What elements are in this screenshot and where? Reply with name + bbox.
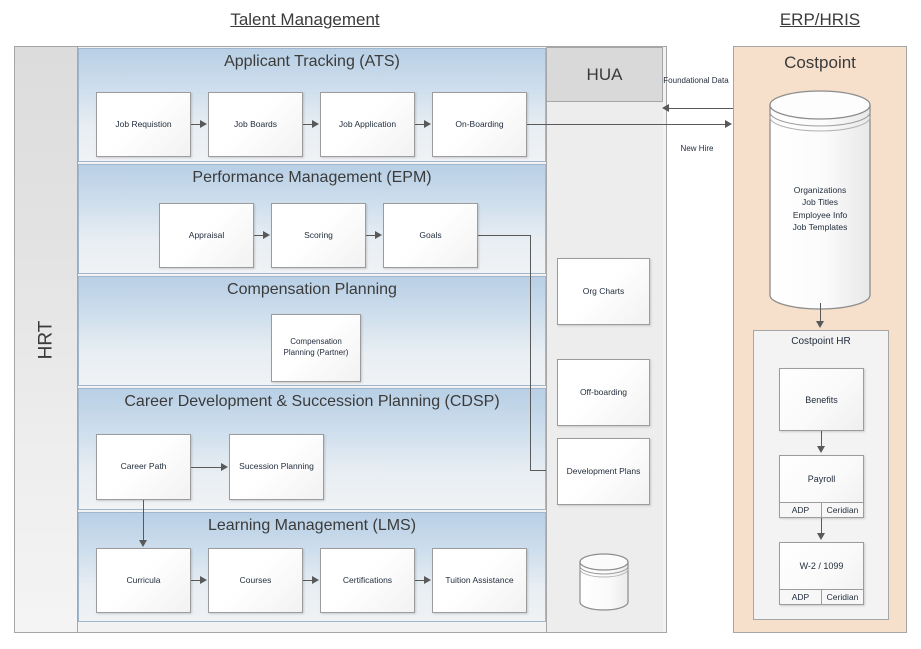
payroll-label: Payroll bbox=[807, 474, 836, 484]
connector-lms-2 bbox=[303, 580, 313, 581]
connector-label-foundational-data: Foundational Data bbox=[663, 76, 729, 85]
process-box-curricula[interactable]: Curricula bbox=[96, 548, 191, 613]
costpoint-hr-box-w2-1099[interactable]: W-2 / 1099 ADP Ceridian bbox=[779, 542, 864, 605]
process-box-compensation-planning-partner[interactable]: Compensation Planning (Partner) bbox=[271, 314, 361, 382]
costpoint-panel-title: Costpoint bbox=[784, 53, 856, 72]
arrowhead-ats-1 bbox=[200, 120, 207, 128]
arrowhead-careerpath-curricula bbox=[139, 540, 147, 547]
connector-db-to-hr bbox=[820, 303, 821, 323]
band-title-ats: Applicant Tracking (ATS) bbox=[224, 53, 400, 70]
arrowhead-epm-2 bbox=[375, 231, 382, 239]
connector-cdsp-1 bbox=[191, 467, 222, 468]
arrowhead-lms-2 bbox=[312, 576, 319, 584]
connector-payroll-w2 bbox=[821, 518, 822, 535]
costpoint-hr-box-payroll[interactable]: Payroll ADP Ceridian bbox=[779, 455, 864, 518]
process-box-job-requisition[interactable]: Job Requistion bbox=[96, 92, 191, 157]
page-title-talent-management: Talent Management bbox=[230, 10, 380, 29]
arrowhead-ats-3 bbox=[424, 120, 431, 128]
page-title-erp-hris: ERP/HRIS bbox=[779, 10, 861, 29]
process-box-appraisal[interactable]: Appraisal bbox=[159, 203, 254, 268]
connector-ats-3 bbox=[415, 124, 425, 125]
connector-ats-2 bbox=[303, 124, 313, 125]
process-box-goals[interactable]: Goals bbox=[383, 203, 478, 268]
process-box-tuition-assistance[interactable]: Tuition Assistance bbox=[432, 548, 527, 613]
band-title-compensation: Compensation Planning bbox=[227, 281, 397, 298]
connector-benefits-payroll bbox=[821, 431, 822, 448]
band-title-epm: Performance Management (EPM) bbox=[192, 169, 432, 186]
costpoint-database-cylinder: Organizations Job Titles Employee Info J… bbox=[767, 90, 873, 314]
hua-box-org-charts[interactable]: Org Charts bbox=[557, 258, 650, 325]
process-box-certifications[interactable]: Certifications bbox=[320, 548, 415, 613]
arrowhead-epm-1 bbox=[263, 231, 270, 239]
costpoint-hr-title: Costpoint HR bbox=[791, 336, 851, 347]
costpoint-hr-box-benefits[interactable]: Benefits bbox=[779, 368, 864, 431]
hua-lane bbox=[546, 47, 663, 632]
hrt-lane: HRT bbox=[15, 47, 78, 632]
arrowhead-new-hire bbox=[725, 120, 732, 128]
db-line-job-templates: Job Templates bbox=[792, 221, 848, 232]
w2-vendor-row: ADP Ceridian bbox=[780, 589, 863, 604]
connector-label-new-hire: New Hire bbox=[680, 144, 714, 153]
costpoint-database-contents: Organizations Job Titles Employee Info J… bbox=[767, 184, 873, 233]
db-line-organizations: Organizations bbox=[793, 185, 847, 195]
db-line-job-titles: Job Titles bbox=[802, 197, 838, 208]
arrowhead-payroll-w2 bbox=[817, 533, 825, 540]
connector-foundational-data-line bbox=[669, 108, 733, 109]
connector-lms-3 bbox=[415, 580, 425, 581]
hua-box-off-boarding[interactable]: Off-boarding bbox=[557, 359, 650, 426]
band-title-cdsp: Career Development & Succession Planning… bbox=[124, 393, 500, 410]
connector-lms-1 bbox=[191, 580, 201, 581]
w2-vendor-ceridian[interactable]: Ceridian bbox=[821, 590, 863, 604]
connector-goals-dev-v bbox=[530, 235, 531, 470]
hua-box-development-plans[interactable]: Development Plans bbox=[557, 438, 650, 505]
connector-careerpath-curricula bbox=[143, 500, 144, 540]
process-box-succession-planning[interactable]: Sucession Planning bbox=[229, 434, 324, 500]
connector-goals-dev-h1 bbox=[478, 235, 531, 236]
process-box-scoring[interactable]: Scoring bbox=[271, 203, 366, 268]
hua-lane-header: HUA bbox=[546, 47, 663, 102]
process-box-on-boarding[interactable]: On-Boarding bbox=[432, 92, 527, 157]
arrowhead-foundational-data bbox=[662, 104, 669, 112]
connector-ats-1 bbox=[191, 124, 201, 125]
benefits-label: Benefits bbox=[805, 394, 838, 405]
connector-epm-2 bbox=[366, 235, 376, 236]
hrt-lane-label: HRT bbox=[35, 320, 57, 359]
band-title-lms: Learning Management (LMS) bbox=[207, 517, 417, 534]
process-box-job-application[interactable]: Job Application bbox=[320, 92, 415, 157]
payroll-vendor-row: ADP Ceridian bbox=[780, 502, 863, 517]
hua-database-cylinder bbox=[578, 552, 630, 612]
arrowhead-benefits-payroll bbox=[817, 446, 825, 453]
arrowhead-lms-3 bbox=[424, 576, 431, 584]
arrowhead-ats-2 bbox=[312, 120, 319, 128]
process-box-courses[interactable]: Courses bbox=[208, 548, 303, 613]
payroll-vendor-adp[interactable]: ADP bbox=[780, 503, 821, 517]
arrowhead-db-to-hr bbox=[816, 321, 824, 328]
connector-goals-dev-h2 bbox=[530, 470, 556, 471]
w2-vendor-adp[interactable]: ADP bbox=[780, 590, 821, 604]
arrowhead-cdsp-1 bbox=[221, 463, 228, 471]
connector-new-hire-line bbox=[527, 124, 727, 125]
payroll-vendor-ceridian[interactable]: Ceridian bbox=[821, 503, 863, 517]
process-box-job-boards[interactable]: Job Boards bbox=[208, 92, 303, 157]
arrowhead-lms-1 bbox=[200, 576, 207, 584]
db-line-employee-info: Employee Info bbox=[792, 209, 848, 220]
connector-epm-1 bbox=[254, 235, 264, 236]
process-box-career-path[interactable]: Career Path bbox=[96, 434, 191, 500]
w2-1099-label: W-2 / 1099 bbox=[799, 561, 844, 571]
